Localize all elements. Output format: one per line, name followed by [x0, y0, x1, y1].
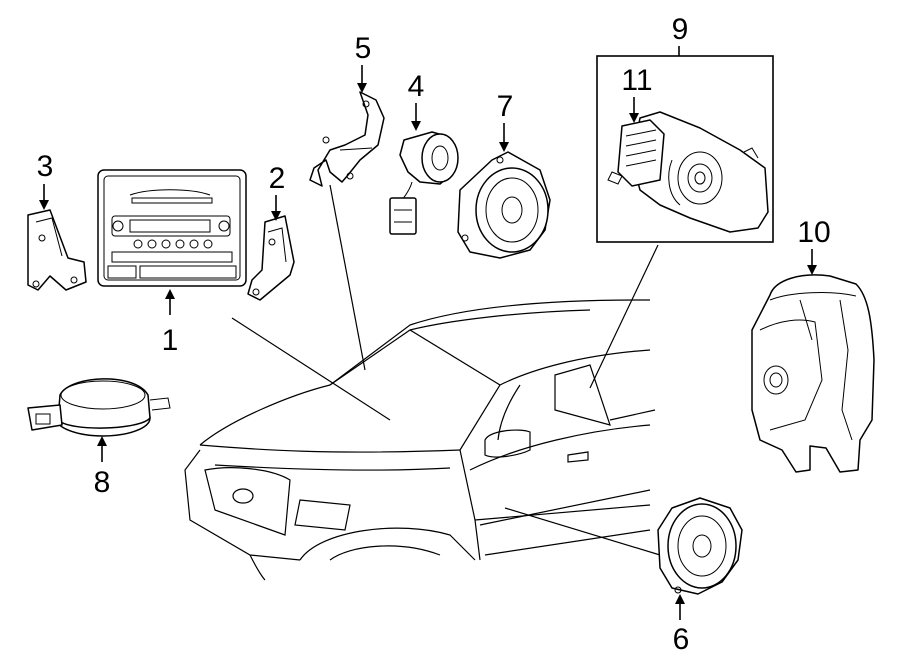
callout-4: 4	[408, 70, 425, 103]
callout-3: 3	[37, 150, 54, 183]
bracket-left	[27, 209, 87, 291]
callout-7: 7	[497, 90, 514, 123]
leader-lines	[231, 184, 661, 556]
preset-buttons	[133, 239, 213, 249]
callout-8: 8	[94, 466, 111, 499]
callout-arrows	[39, 46, 817, 620]
radio-head-unit	[97, 169, 247, 287]
door-speaker-front	[457, 151, 551, 259]
callout-9: 9	[672, 13, 689, 46]
subwoofer-assembly-box	[596, 55, 774, 243]
amplifier-module	[617, 119, 665, 187]
callout-6: 6	[673, 623, 690, 656]
bracket-right	[247, 215, 295, 301]
subwoofer-enclosure	[751, 274, 875, 473]
horn-unit	[27, 378, 171, 437]
door-speaker-rear	[657, 497, 743, 595]
callout-10: 10	[797, 216, 830, 249]
callout-11: 11	[621, 64, 652, 97]
callout-1: 1	[162, 324, 179, 357]
callout-labels: 1 2 3 4 5 6 7 8 9 10 11	[37, 13, 831, 656]
callout-5: 5	[355, 32, 372, 65]
harness-bracket	[309, 91, 385, 187]
tweeter-speaker	[389, 131, 459, 235]
truck-outline	[184, 299, 656, 581]
callout-2: 2	[269, 162, 286, 195]
